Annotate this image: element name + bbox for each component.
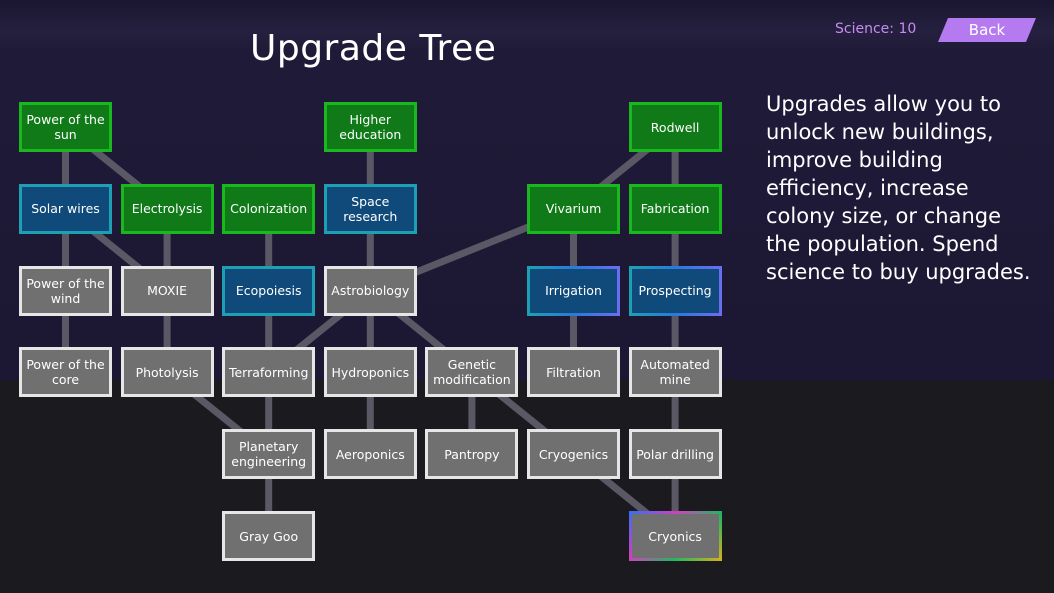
upgrade-node-label: Ecopoiesis <box>235 283 302 299</box>
upgrade-node-higher-education[interactable]: Higher education <box>323 102 417 152</box>
upgrade-node-label: Terraforming <box>228 364 309 380</box>
upgrade-node-irrigation[interactable]: Irrigation <box>527 265 620 316</box>
upgrade-node-vivarium[interactable]: Vivarium <box>527 183 620 234</box>
upgrade-node-gray-goo[interactable]: Gray Goo <box>222 511 316 561</box>
upgrade-node-terraforming[interactable]: Terraforming <box>222 347 316 398</box>
upgrade-node-electrolysis[interactable]: Electrolysis <box>120 183 214 234</box>
upgrade-node-label: Power of the core <box>26 357 105 388</box>
upgrade-node-solar-wires[interactable]: Solar wires <box>19 183 112 234</box>
upgrade-node-label: Fabrication <box>640 201 710 217</box>
upgrade-node-label: Colonization <box>230 201 308 217</box>
upgrade-node-genetic-modification[interactable]: Genetic modification <box>425 347 519 398</box>
upgrade-node-filtration[interactable]: Filtration <box>527 347 620 398</box>
science-counter: Science: 10 <box>835 21 917 37</box>
upgrade-node-label: Prospecting <box>638 283 712 299</box>
upgrade-node-rodwell[interactable]: Rodwell <box>628 102 722 152</box>
upgrade-node-space-research[interactable]: Space research <box>323 183 417 234</box>
upgrade-node-power-sun[interactable]: Power of the sun <box>19 102 112 152</box>
upgrade-node-label: Cryogenics <box>538 446 609 462</box>
upgrade-node-power-core[interactable]: Power of the core <box>19 347 112 398</box>
upgrade-node-aeroponics[interactable]: Aeroponics <box>323 429 417 480</box>
page-title: Upgrade Tree <box>250 28 497 69</box>
upgrade-node-label: Irrigation <box>545 283 602 299</box>
upgrade-node-label: Gray Goo <box>239 528 299 544</box>
upgrade-node-label: Rodwell <box>650 119 700 135</box>
upgrade-node-pantropy[interactable]: Pantropy <box>425 429 519 480</box>
upgrade-node-ecopoiesis[interactable]: Ecopoiesis <box>222 265 316 316</box>
upgrade-node-label: Cryonics <box>648 528 702 544</box>
upgrade-node-label: Electrolysis <box>131 201 203 217</box>
upgrade-node-label: Planetary engineering <box>231 439 307 470</box>
upgrade-node-colonization[interactable]: Colonization <box>222 183 316 234</box>
upgrade-node-label: Filtration <box>546 364 601 380</box>
upgrade-node-label: Astrobiology <box>331 283 410 299</box>
upgrade-node-label: Photolysis <box>135 364 199 380</box>
upgrade-node-label: MOXIE <box>147 283 188 299</box>
upgrade-node-polar-drilling[interactable]: Polar drilling <box>628 429 722 480</box>
upgrade-node-label: Higher education <box>339 112 402 142</box>
upgrade-node-label: Polar drilling <box>636 446 714 462</box>
upgrade-node-power-wind[interactable]: Power of the wind <box>19 265 112 316</box>
upgrade-node-prospecting[interactable]: Prospecting <box>628 265 722 316</box>
upgrade-node-photolysis[interactable]: Photolysis <box>120 347 214 398</box>
upgrade-node-label: Hydroponics <box>331 364 410 380</box>
upgrade-node-moxie[interactable]: MOXIE <box>120 265 214 316</box>
upgrade-node-label: Power of the sun <box>26 112 105 142</box>
upgrade-node-label: Power of the wind <box>26 275 105 306</box>
upgrade-node-label: Aeroponics <box>335 446 405 462</box>
back-button[interactable]: Back <box>938 18 1036 42</box>
upgrade-node-hydroponics[interactable]: Hydroponics <box>323 347 417 398</box>
upgrade-node-label: Automated mine <box>640 357 710 388</box>
upgrade-node-label: Genetic modification <box>433 357 511 388</box>
upgrade-node-planetary-engineering[interactable]: Planetary engineering <box>222 429 316 480</box>
header-band <box>0 0 1054 52</box>
upgrade-node-label: Solar wires <box>31 201 100 217</box>
upgrade-node-label: Vivarium <box>545 201 602 217</box>
upgrade-node-cryonics[interactable]: Cryonics <box>628 511 722 561</box>
upgrade-node-cryogenics[interactable]: Cryogenics <box>527 429 620 480</box>
description-text: Upgrades allow you to unlock new buildin… <box>766 92 1031 284</box>
upgrade-node-label: Pantropy <box>444 446 500 462</box>
upgrade-node-fabrication[interactable]: Fabrication <box>628 183 722 234</box>
upgrade-node-astrobiology[interactable]: Astrobiology <box>323 265 417 316</box>
upgrade-node-label: Space research <box>343 193 398 224</box>
upgrade-node-automated-mine[interactable]: Automated mine <box>628 347 722 398</box>
